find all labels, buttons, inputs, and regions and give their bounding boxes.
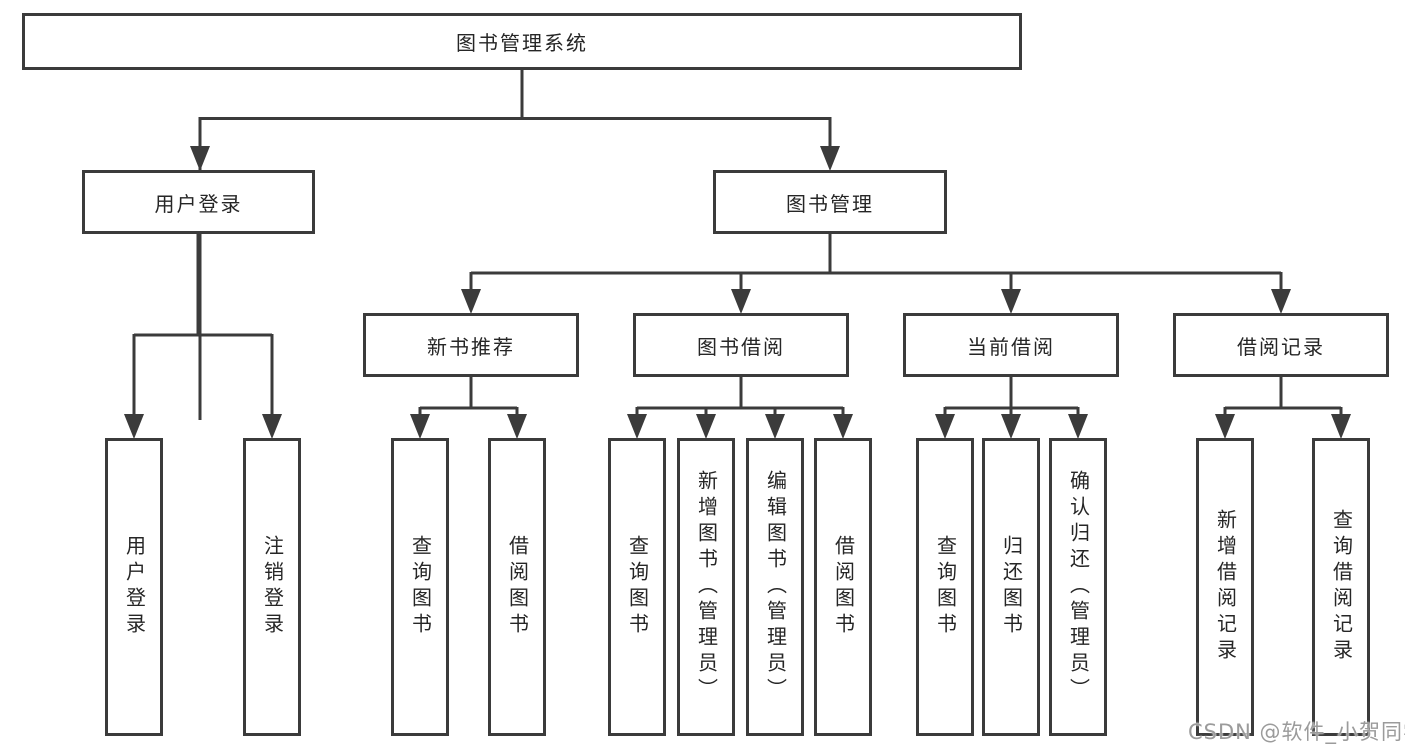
- leaf-borrow-books-recommend: 借阅图书: [488, 438, 546, 736]
- connector-book-mgmt-to-level3: [461, 234, 1291, 314]
- leaf-borrow-books-label: 借阅图书: [831, 535, 856, 639]
- leaf-edit-books-admin-label: 编辑图书（管理员）: [763, 470, 788, 704]
- leaf-user-login: 用户登录: [105, 438, 163, 736]
- leaf-query-books-borrow: 查询图书: [608, 438, 666, 736]
- leaf-borrow-books: 借阅图书: [814, 438, 872, 736]
- leaf-query-borrow-record: 查询借阅记录: [1312, 438, 1370, 736]
- leaf-query-books-current: 查询图书: [916, 438, 974, 736]
- node-user-login-label: 用户登录: [154, 191, 243, 216]
- node-user-login: 用户登录: [82, 170, 315, 234]
- node-borrow-record: 借阅记录: [1173, 313, 1389, 377]
- leaf-user-login-label: 用户登录: [122, 535, 147, 639]
- node-book-management-label: 图书管理: [786, 191, 874, 216]
- leaf-add-books-admin-label: 新增图书（管理员）: [694, 470, 719, 704]
- leaf-query-books-current-label: 查询图书: [933, 535, 958, 639]
- leaf-query-books-borrow-label: 查询图书: [625, 535, 650, 639]
- leaf-query-books-recommend: 查询图书: [391, 438, 449, 736]
- leaf-confirm-return-admin-label: 确认归还（管理员）: [1066, 470, 1091, 704]
- connector-new-book-to-leaves: [410, 376, 527, 439]
- leaf-borrow-books-recommend-label: 借阅图书: [505, 535, 530, 639]
- connector-user-login-to-leaves: [124, 233, 282, 439]
- leaf-add-borrow-record: 新增借阅记录: [1196, 438, 1254, 736]
- node-new-book-recommend-label: 新书推荐: [427, 334, 515, 359]
- leaf-add-books-admin: 新增图书（管理员）: [677, 438, 735, 736]
- leaf-return-books: 归还图书: [982, 438, 1040, 736]
- node-current-borrow-label: 当前借阅: [967, 334, 1055, 359]
- connector-current-borrow-to-leaves: [935, 376, 1088, 439]
- leaf-logout: 注销登录: [243, 438, 301, 736]
- connector-borrow-record-to-leaves: [1215, 376, 1351, 439]
- node-current-borrow: 当前借阅: [903, 313, 1119, 377]
- leaf-logout-label: 注销登录: [260, 535, 285, 639]
- node-library-system: 图书管理系统: [22, 13, 1022, 70]
- node-book-borrow: 图书借阅: [633, 313, 849, 377]
- leaf-confirm-return-admin: 确认归还（管理员）: [1049, 438, 1107, 736]
- node-new-book-recommend: 新书推荐: [363, 313, 579, 377]
- node-book-management: 图书管理: [713, 170, 947, 234]
- leaf-query-borrow-record-label: 查询借阅记录: [1329, 509, 1354, 665]
- leaf-add-borrow-record-label: 新增借阅记录: [1213, 509, 1238, 665]
- node-book-borrow-label: 图书借阅: [697, 334, 785, 359]
- leaf-query-books-recommend-label: 查询图书: [408, 535, 433, 639]
- leaf-return-books-label: 归还图书: [999, 535, 1024, 639]
- leaf-edit-books-admin: 编辑图书（管理员）: [746, 438, 804, 736]
- connector-book-borrow-to-leaves: [627, 376, 853, 439]
- csdn-watermark: CSDN @软件_小贺同学: [1188, 720, 1405, 744]
- node-borrow-record-label: 借阅记录: [1237, 334, 1325, 359]
- node-library-system-label: 图书管理系统: [456, 31, 588, 55]
